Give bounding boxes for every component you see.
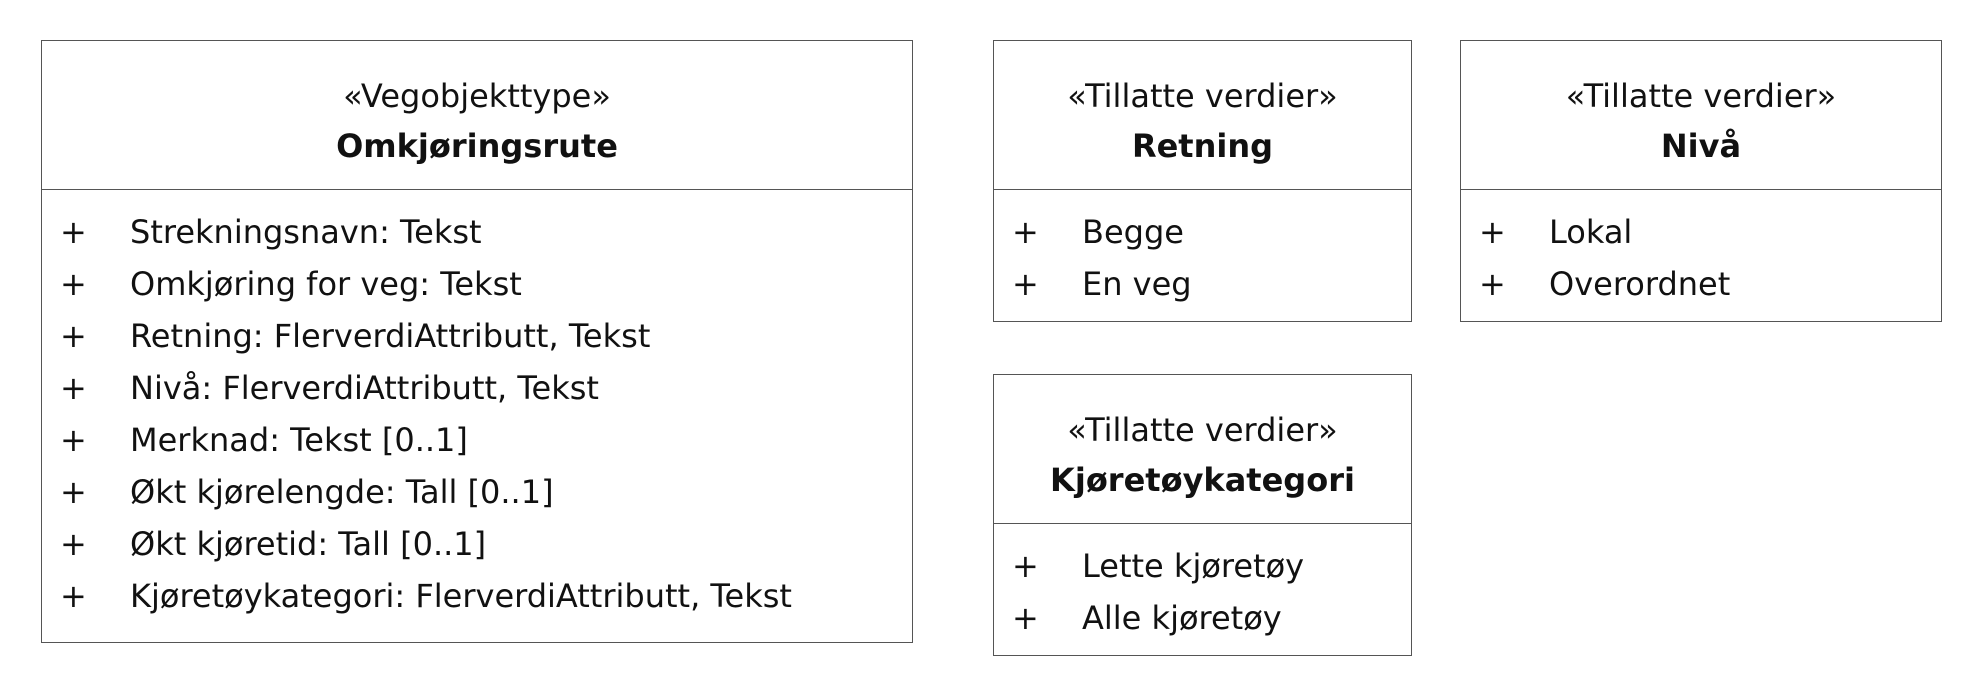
attribute-text: Lokal bbox=[1549, 213, 1633, 251]
attribute-text: Lette kjøretøy bbox=[1082, 547, 1305, 585]
attribute-row: + Lokal bbox=[1461, 206, 1941, 258]
visibility-marker: + bbox=[60, 525, 87, 563]
attribute-text: Begge bbox=[1082, 213, 1184, 251]
attribute-row: + Økt kjørelengde: Tall [0..1] bbox=[42, 466, 912, 518]
class-name: Omkjøringsrute bbox=[336, 127, 618, 165]
attribute-list: + Strekningsnavn: Tekst + Omkjøring for … bbox=[42, 190, 912, 622]
visibility-marker: + bbox=[1479, 213, 1506, 251]
attribute-text: Overordnet bbox=[1549, 265, 1731, 303]
visibility-marker: + bbox=[60, 213, 87, 251]
class-box-niva: «Tillatte verdier» Nivå + Lokal + Overor… bbox=[1460, 40, 1942, 322]
attribute-row: + Retning: FlerverdiAttributt, Tekst bbox=[42, 310, 912, 362]
class-box-retning: «Tillatte verdier» Retning + Begge + En … bbox=[993, 40, 1412, 322]
attribute-list: + Begge + En veg bbox=[994, 190, 1411, 310]
attribute-row: + Overordnet bbox=[1461, 258, 1941, 310]
visibility-marker: + bbox=[1012, 213, 1039, 251]
attribute-row: + En veg bbox=[994, 258, 1411, 310]
attribute-text: Omkjøring for veg: Tekst bbox=[130, 265, 522, 303]
attribute-text: Merknad: Tekst [0..1] bbox=[130, 421, 468, 459]
stereotype-label: «Tillatte verdier» bbox=[1067, 411, 1338, 449]
visibility-marker: + bbox=[1012, 547, 1039, 585]
class-name: Retning bbox=[1131, 127, 1274, 165]
class-header: «Tillatte verdier» Nivå bbox=[1461, 41, 1941, 190]
attribute-row: + Strekningsnavn: Tekst bbox=[42, 206, 912, 258]
stereotype-label: «Tillatte verdier» bbox=[1067, 77, 1338, 115]
class-header: «Vegobjekttype» Omkjøringsrute bbox=[42, 41, 912, 190]
class-name: Kjøretøykategori bbox=[1050, 461, 1355, 499]
attribute-text: Retning: FlerverdiAttributt, Tekst bbox=[130, 317, 651, 355]
visibility-marker: + bbox=[1012, 265, 1039, 303]
attribute-row: + Lette kjøretøy bbox=[994, 540, 1411, 592]
attribute-row: + Økt kjøretid: Tall [0..1] bbox=[42, 518, 912, 570]
attribute-row: + Merknad: Tekst [0..1] bbox=[42, 414, 912, 466]
attribute-row: + Omkjøring for veg: Tekst bbox=[42, 258, 912, 310]
attribute-text: Økt kjøretid: Tall [0..1] bbox=[130, 525, 487, 563]
attribute-row: + Alle kjøretøy bbox=[994, 592, 1411, 644]
attribute-text: Strekningsnavn: Tekst bbox=[130, 213, 482, 251]
visibility-marker: + bbox=[1012, 599, 1039, 637]
attribute-row: + Begge bbox=[994, 206, 1411, 258]
attribute-text: Kjøretøykategori: FlerverdiAttributt, Te… bbox=[130, 577, 792, 615]
attribute-text: En veg bbox=[1082, 265, 1192, 303]
visibility-marker: + bbox=[60, 577, 87, 615]
class-header: «Tillatte verdier» Kjøretøykategori bbox=[994, 375, 1411, 524]
attribute-text: Økt kjørelengde: Tall [0..1] bbox=[130, 473, 554, 511]
stereotype-label: «Vegobjekttype» bbox=[343, 77, 611, 115]
visibility-marker: + bbox=[60, 369, 87, 407]
visibility-marker: + bbox=[60, 317, 87, 355]
attribute-text: Nivå: FlerverdiAttributt, Tekst bbox=[130, 369, 599, 407]
attribute-text: Alle kjøretøy bbox=[1082, 599, 1282, 637]
visibility-marker: + bbox=[60, 421, 87, 459]
attribute-list: + Lokal + Overordnet bbox=[1461, 190, 1941, 310]
class-box-kjoretoykategori: «Tillatte verdier» Kjøretøykategori + Le… bbox=[993, 374, 1412, 656]
visibility-marker: + bbox=[60, 265, 87, 303]
attribute-list: + Lette kjøretøy + Alle kjøretøy bbox=[994, 524, 1411, 644]
attribute-row: + Nivå: FlerverdiAttributt, Tekst bbox=[42, 362, 912, 414]
class-header: «Tillatte verdier» Retning bbox=[994, 41, 1411, 190]
stereotype-label: «Tillatte verdier» bbox=[1565, 77, 1837, 115]
class-box-omkjoringsrute: «Vegobjekttype» Omkjøringsrute + Strekni… bbox=[41, 40, 913, 643]
visibility-marker: + bbox=[1479, 265, 1506, 303]
visibility-marker: + bbox=[60, 473, 87, 511]
class-name: Nivå bbox=[1660, 127, 1742, 165]
attribute-row: + Kjøretøykategori: FlerverdiAttributt, … bbox=[42, 570, 912, 622]
